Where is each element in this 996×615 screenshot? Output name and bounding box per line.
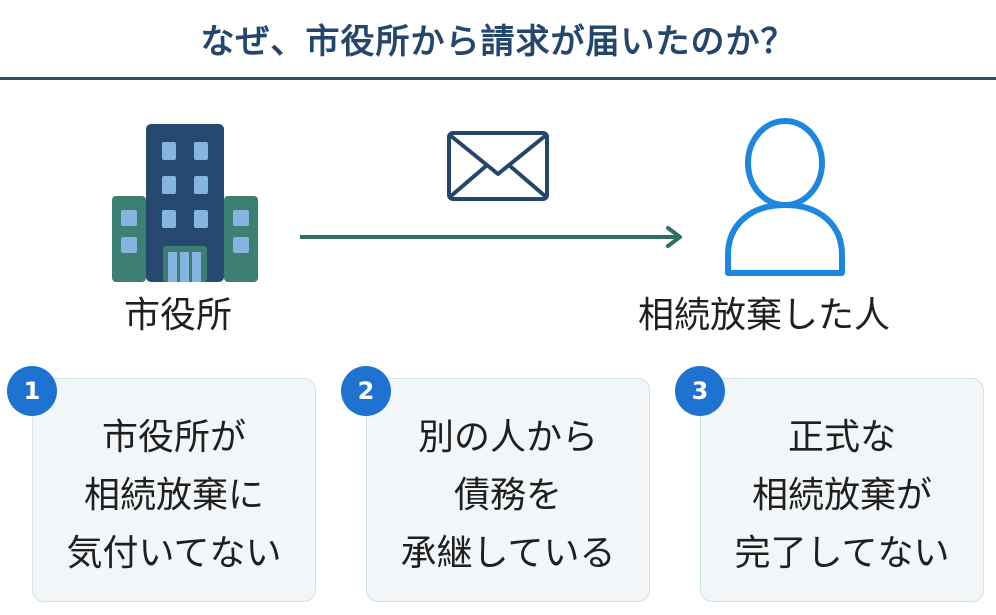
- number-badge-2: 2: [341, 366, 391, 416]
- city-hall-label: 市役所: [124, 295, 233, 336]
- number-badge-3: 3: [675, 366, 725, 416]
- title-divider: [0, 77, 996, 80]
- envelope-icon: [446, 130, 550, 206]
- card-line: 気付いてない: [66, 533, 282, 574]
- card-line: 承継している: [400, 533, 616, 574]
- card-line: 別の人から: [417, 417, 598, 458]
- person-icon: [722, 117, 848, 281]
- card-line: 相続放棄が: [751, 475, 932, 516]
- card-line: 完了してない: [734, 533, 950, 574]
- flow-arrow: [298, 222, 690, 256]
- card-line: 債務を: [453, 475, 562, 516]
- renouncer-label: 相続放棄した人: [638, 295, 891, 336]
- number-badge-1: 1: [7, 366, 57, 416]
- page-title: なぜ、市役所から請求が届いたのか？: [200, 22, 796, 62]
- reason-card-2: 別の人から 債務を 承継している: [366, 378, 650, 602]
- card-line: 相続放棄に: [83, 475, 264, 516]
- reason-card-1: 市役所が 相続放棄に 気付いてない: [32, 378, 316, 602]
- city-hall-building-icon: [112, 124, 258, 286]
- reason-card-3: 正式な 相続放棄が 完了してない: [700, 378, 984, 602]
- card-line: 正式な: [787, 417, 896, 458]
- card-line: 市役所が: [101, 417, 246, 458]
